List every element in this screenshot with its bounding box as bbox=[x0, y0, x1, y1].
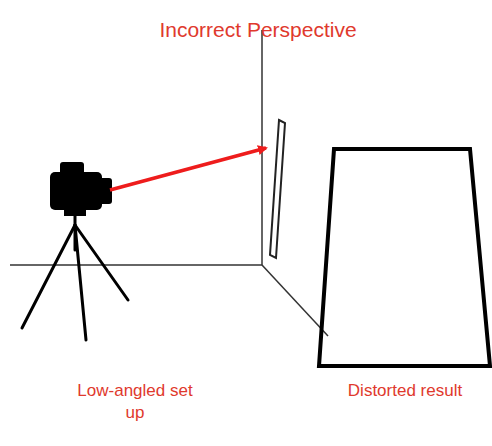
room-corner bbox=[10, 30, 328, 336]
wall-frame bbox=[270, 120, 285, 258]
camera bbox=[50, 162, 112, 216]
distorted-frame bbox=[319, 149, 490, 366]
view-arrow bbox=[110, 148, 266, 190]
tripod bbox=[22, 212, 128, 340]
result-label: Distorted result bbox=[340, 380, 470, 402]
setup-label: Low-angled set up bbox=[70, 380, 200, 424]
diagram-title: Incorrect Perspective bbox=[159, 18, 356, 42]
